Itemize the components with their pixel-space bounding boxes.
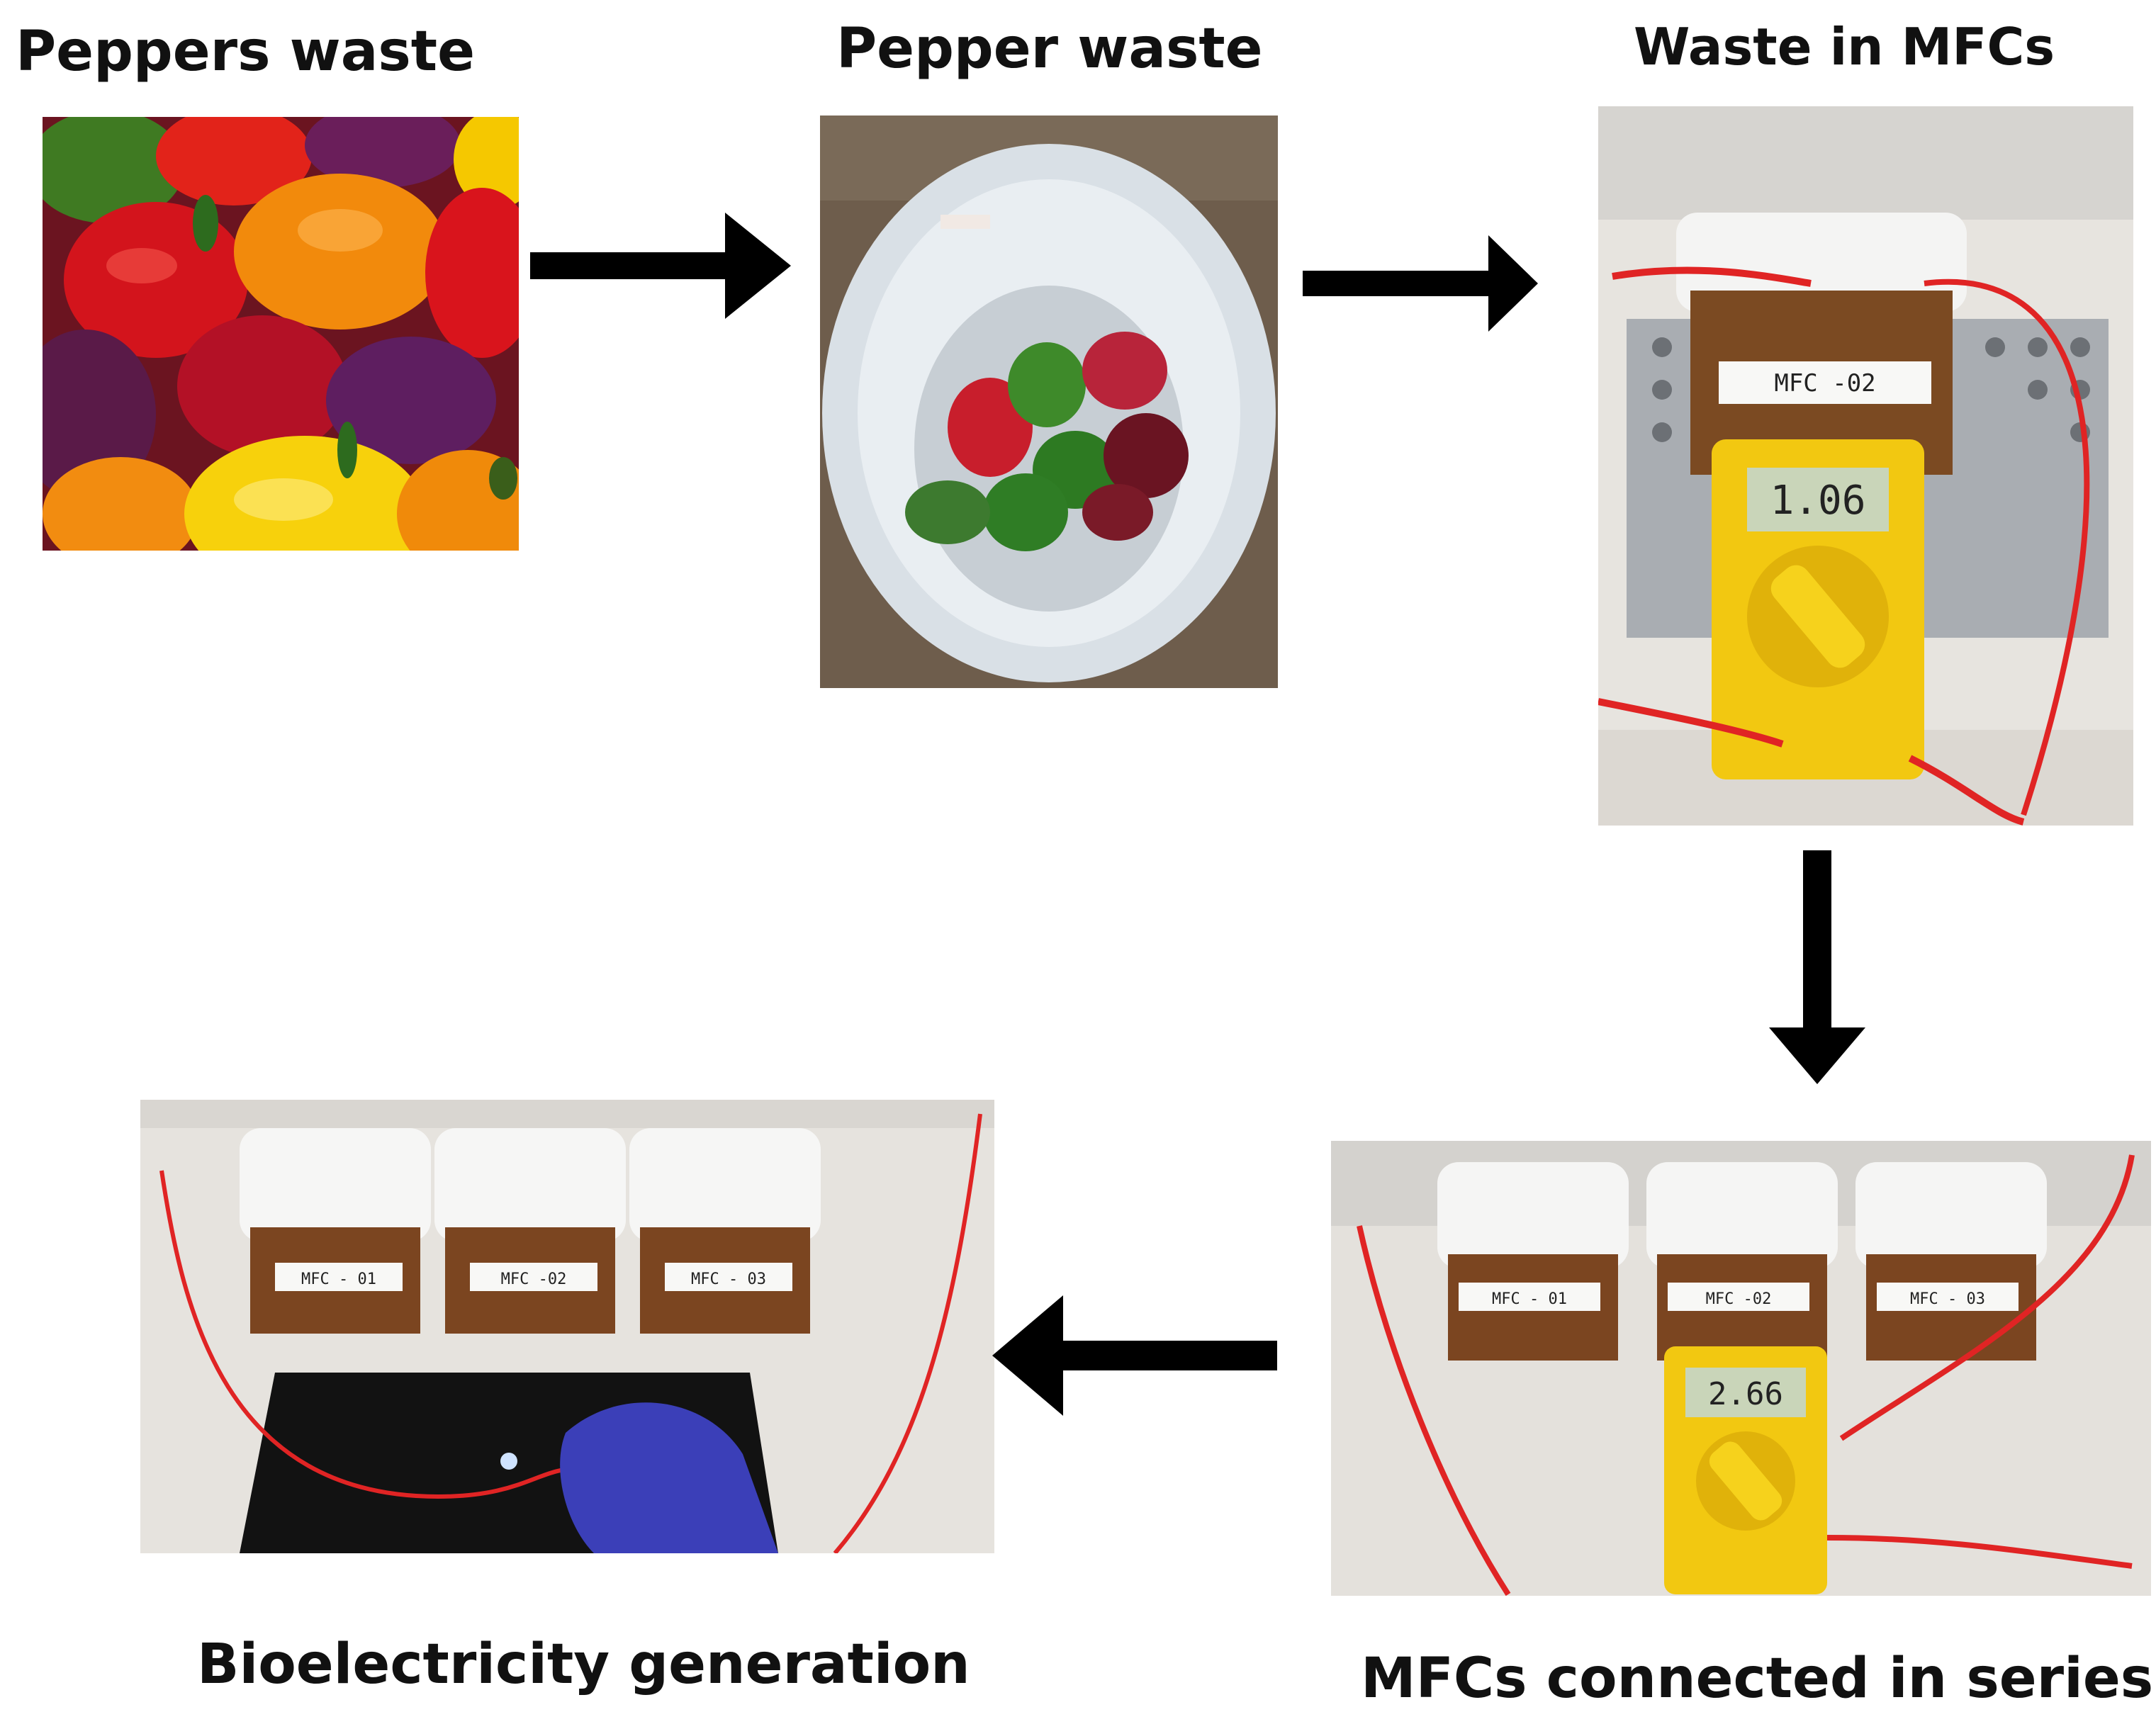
- pepper-waste-photo: [820, 116, 1278, 688]
- bio-container-label-3: MFC - 03: [691, 1271, 766, 1288]
- meter-reading-series: 2.66: [1708, 1376, 1783, 1412]
- series-container-label-2: MFC -02: [1706, 1290, 1772, 1308]
- bio-container-label-1: MFC - 01: [301, 1271, 376, 1288]
- mfcs-series-photo: MFC - 01 MFC -02 MFC - 03 2.66: [1331, 1141, 2151, 1596]
- label-pepper-waste: Pepper waste: [836, 17, 1263, 81]
- series-container-label-3: MFC - 03: [1910, 1290, 1985, 1308]
- mfc-meter-photo: MFC -02 1.06: [1598, 106, 2133, 826]
- label-waste-in-mfcs: Waste in MFCs: [1634, 17, 2055, 77]
- label-peppers-waste: Peppers waste: [16, 20, 475, 84]
- label-bioelectricity: Bioelectricity generation: [197, 1633, 970, 1696]
- bioelectricity-photo: MFC - 01 MFC -02 MFC - 03: [140, 1100, 994, 1553]
- arrow-down: [1769, 850, 1865, 1084]
- peppers-photo: [43, 117, 519, 551]
- series-container-label-1: MFC - 01: [1492, 1290, 1567, 1308]
- meter-reading-single: 1.06: [1770, 478, 1866, 524]
- arrow-left: [992, 1295, 1277, 1416]
- arrow-right-2: [1303, 235, 1538, 332]
- arrow-right-1: [530, 213, 791, 319]
- bio-container-label-2: MFC -02: [501, 1271, 567, 1288]
- mfc-container-label: MFC -02: [1774, 369, 1875, 398]
- label-mfcs-series: MFCs connected in series: [1361, 1647, 2154, 1711]
